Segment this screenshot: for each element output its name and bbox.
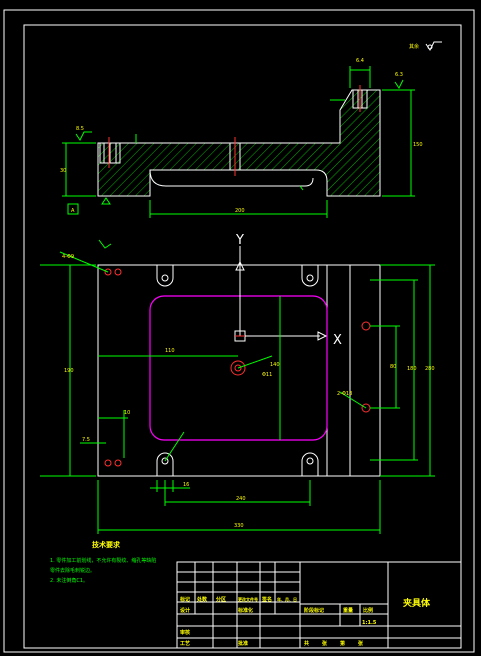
dim-side-slot-left: 8.5 — [76, 126, 84, 132]
tb-std: 标准化 — [237, 607, 253, 614]
sheet-outer-border — [3, 9, 475, 653]
hole-callout-2: Φ11 — [262, 372, 272, 378]
tb-row-design: 设计 — [180, 607, 190, 614]
dim-small-1: 7.5 — [82, 437, 90, 443]
axis-x-label: X — [333, 333, 342, 348]
tb-row-approve: 批准 — [238, 640, 248, 647]
tb-scale-label: 比例 — [363, 607, 373, 614]
hole-callout-3: 2-Φ13 — [337, 391, 352, 397]
title-block: 标记 处数 分区 更改文件号 签名 年、月、日 设计 标准化 审核 工艺 批准 … — [176, 561, 462, 649]
surface-finish-note: 其余 — [409, 41, 442, 51]
tb-sheet-unit-1: 张 — [322, 640, 328, 647]
plan-pocket — [149, 295, 328, 441]
dim-plan-bottom-inner: 240 — [236, 496, 246, 502]
dim-plan-slot-pitch: 80 — [390, 364, 396, 370]
tb-header-2: 处数 — [196, 596, 208, 603]
tb-weight: 重量 — [343, 607, 353, 614]
dim-small-3: 16 — [183, 482, 189, 488]
hole-callout-1: 4-Φ9 — [62, 254, 74, 260]
tb-row-review: 审核 — [180, 629, 190, 636]
tb-header-6: 年、月、日 — [277, 596, 297, 602]
side-view: 30 150 200 8.5 6.3 6.4 A — [60, 58, 423, 218]
dim-plan-bottom-outer: 330 — [234, 523, 244, 529]
tb-scale-value: 1:1.5 — [362, 620, 377, 626]
technical-notes: 技术要求 1. 零件加工前划线，不允许有裂纹、缩孔等缺陷 零件去除毛刺锐边。 2… — [50, 540, 156, 584]
dim-plan-left-height: 190 — [64, 368, 74, 374]
tb-sheet-number: 第 — [340, 640, 345, 647]
corner-mark — [100, 0, 160, 8]
tb-sheet-total: 共 — [304, 640, 309, 647]
plan-slots — [156, 265, 319, 476]
dim-plan-horizontal: 110 — [165, 348, 175, 354]
plan-view: Y X — [40, 233, 435, 534]
tb-header-4: 更改文件号 — [238, 596, 258, 602]
dim-plan-right-vertical: 180 — [407, 366, 417, 372]
dim-side-length: 200 — [235, 208, 245, 214]
notes-line-2: 零件去除毛刺锐边。 — [50, 567, 95, 574]
datum-letter: A — [71, 208, 75, 214]
tb-row-process: 工艺 — [180, 640, 190, 647]
dim-small-2: 10 — [124, 410, 130, 416]
tb-header-1: 标记 — [179, 596, 190, 603]
notes-line-3: 2. 未注倒角C1。 — [50, 577, 88, 584]
tb-header-5: 签名 — [261, 596, 272, 603]
dim-center-h: 140 — [270, 362, 280, 368]
notes-line-1: 1. 零件加工前划线，不允许有裂纹、缩孔等缺陷 — [50, 557, 156, 564]
tb-part-name: 夹具体 — [403, 597, 431, 609]
dim-side-left-height: 30 — [60, 168, 66, 174]
axis-y-label: Y — [235, 233, 244, 248]
plan-holes — [104, 268, 371, 467]
dim-side-slot-right: 6.4 — [356, 58, 364, 64]
finish-note-text: 其余 — [409, 43, 419, 50]
dim-plan-outer-vertical: 280 — [425, 366, 435, 372]
dim-side-right-height: 150 — [413, 142, 423, 148]
notes-title: 技术要求 — [92, 540, 121, 549]
tb-stage: 阶段标记 — [304, 607, 324, 614]
tb-header-3: 分区 — [216, 596, 226, 603]
tb-sheet-unit-2: 张 — [358, 640, 364, 647]
dim-side-finish: 6.3 — [395, 72, 403, 78]
